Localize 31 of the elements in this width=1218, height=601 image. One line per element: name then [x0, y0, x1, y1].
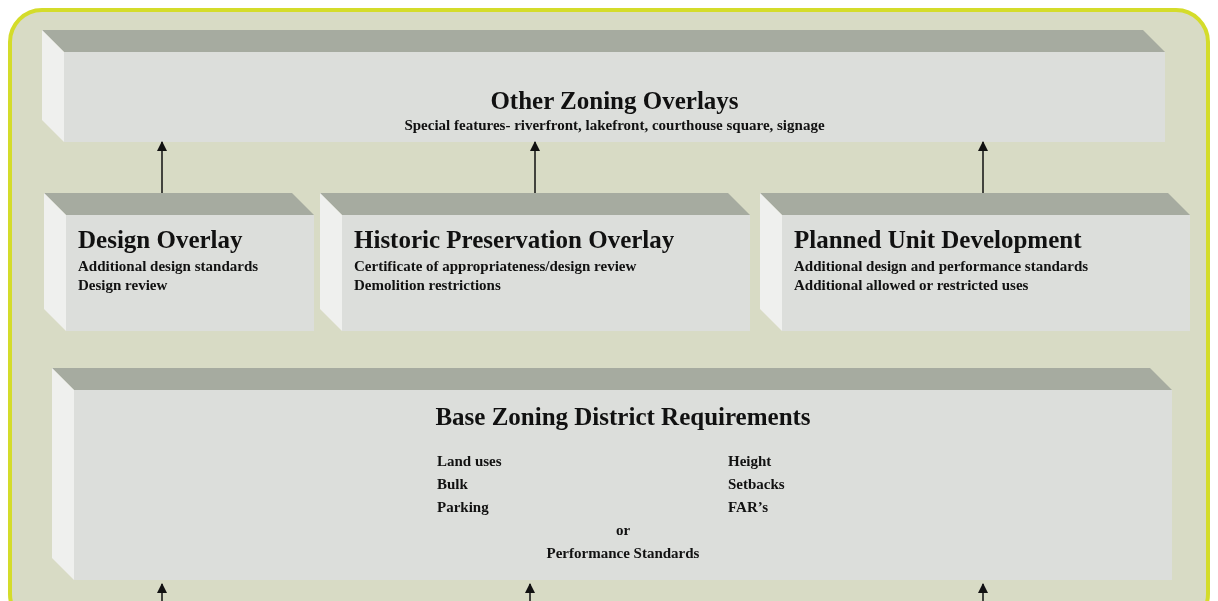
panel-title: Other Zoning Overlays	[490, 86, 739, 116]
panel-text: Demolition restrictions	[354, 276, 501, 295]
panel-text: Performance Standards	[546, 544, 700, 563]
panel-text: Additional design standards	[78, 257, 259, 276]
arrow	[977, 582, 989, 601]
panel-title: Historic Preservation Overlay	[354, 225, 675, 255]
panel-title: Planned Unit Development	[794, 225, 1082, 255]
panel-text: Additional design and performance standards	[794, 257, 1089, 276]
panel-title: Design Overlay	[78, 225, 243, 255]
beveled-panel	[42, 30, 1165, 142]
arrow	[156, 582, 168, 601]
panel-text: Special features- riverfront, lakefront, courthouse square, signage	[404, 116, 825, 135]
panel-text: Certificate of appropriateness/design review	[354, 257, 637, 276]
arrow	[156, 140, 168, 194]
panel-text: Parking	[437, 498, 489, 517]
beveled-panel	[52, 368, 1172, 580]
panel-text: FAR’s	[728, 498, 768, 517]
beveled-panel	[760, 193, 1190, 331]
beveled-panel	[44, 193, 314, 331]
beveled-panel	[320, 193, 750, 331]
panel-text: Design review	[78, 276, 168, 295]
arrow	[524, 582, 536, 601]
panel-text: Setbacks	[728, 475, 785, 494]
panel-text: or	[615, 521, 631, 540]
arrow	[529, 140, 541, 194]
arrow	[977, 140, 989, 194]
panel-text: Bulk	[437, 475, 468, 494]
panel-text: Land uses	[437, 452, 502, 471]
panel-text: Additional allowed or restricted uses	[794, 276, 1029, 295]
panel-text: Height	[728, 452, 772, 471]
panel-title: Base Zoning District Requirements	[435, 402, 811, 432]
